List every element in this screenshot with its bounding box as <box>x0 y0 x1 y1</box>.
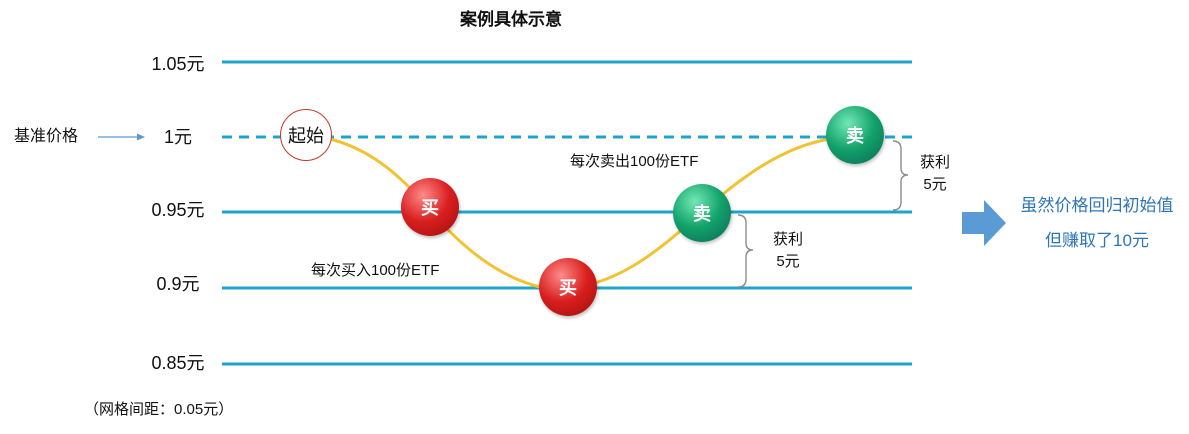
profit-brace-upper <box>892 140 909 211</box>
start-node: 起始 <box>280 109 332 161</box>
price-label-0-85: 0.85元 <box>151 353 205 373</box>
profit-label-lower-title: 获利 <box>772 231 803 248</box>
price-label-0-9: 0.9元 <box>156 274 200 294</box>
price-label-1: 1元 <box>163 127 192 147</box>
price-label-1-05: 1.05元 <box>151 54 205 74</box>
sell-note: 每次卖出100份ETF <box>570 153 699 170</box>
profit-label-upper: 获利 5元 <box>911 152 959 196</box>
baseline-label: 基准价格 <box>14 128 79 145</box>
conclusion-text: 虽然价格回归初始值 但赚取了10元 <box>1008 188 1186 258</box>
diagram-title: 案例具体示意 <box>460 10 562 29</box>
profit-label-upper-amount: 5元 <box>923 176 947 193</box>
profit-brace-lower <box>737 214 754 288</box>
buy-node-0-9: 买 <box>539 258 597 316</box>
profit-label-lower-amount: 5元 <box>776 253 800 270</box>
sell-node-0-95: 卖 <box>673 184 731 242</box>
buy-node-0-95: 买 <box>401 178 459 236</box>
grid-spacing-note: （网格间距：0.05元） <box>84 401 234 418</box>
conclusion-line-2: 但赚取了10元 <box>1045 231 1149 250</box>
conclusion-arrow-icon <box>962 200 1006 246</box>
buy-note: 每次买入100份ETF <box>311 262 440 279</box>
profit-label-lower: 获利 5元 <box>764 229 812 273</box>
baseline-pointer-arrowhead-icon <box>137 133 145 141</box>
profit-label-upper-title: 获利 <box>919 154 950 171</box>
sell-node-1: 卖 <box>826 106 884 164</box>
price-label-0-95: 0.95元 <box>151 200 205 220</box>
conclusion-line-1: 虽然价格回归初始值 <box>1020 196 1174 215</box>
